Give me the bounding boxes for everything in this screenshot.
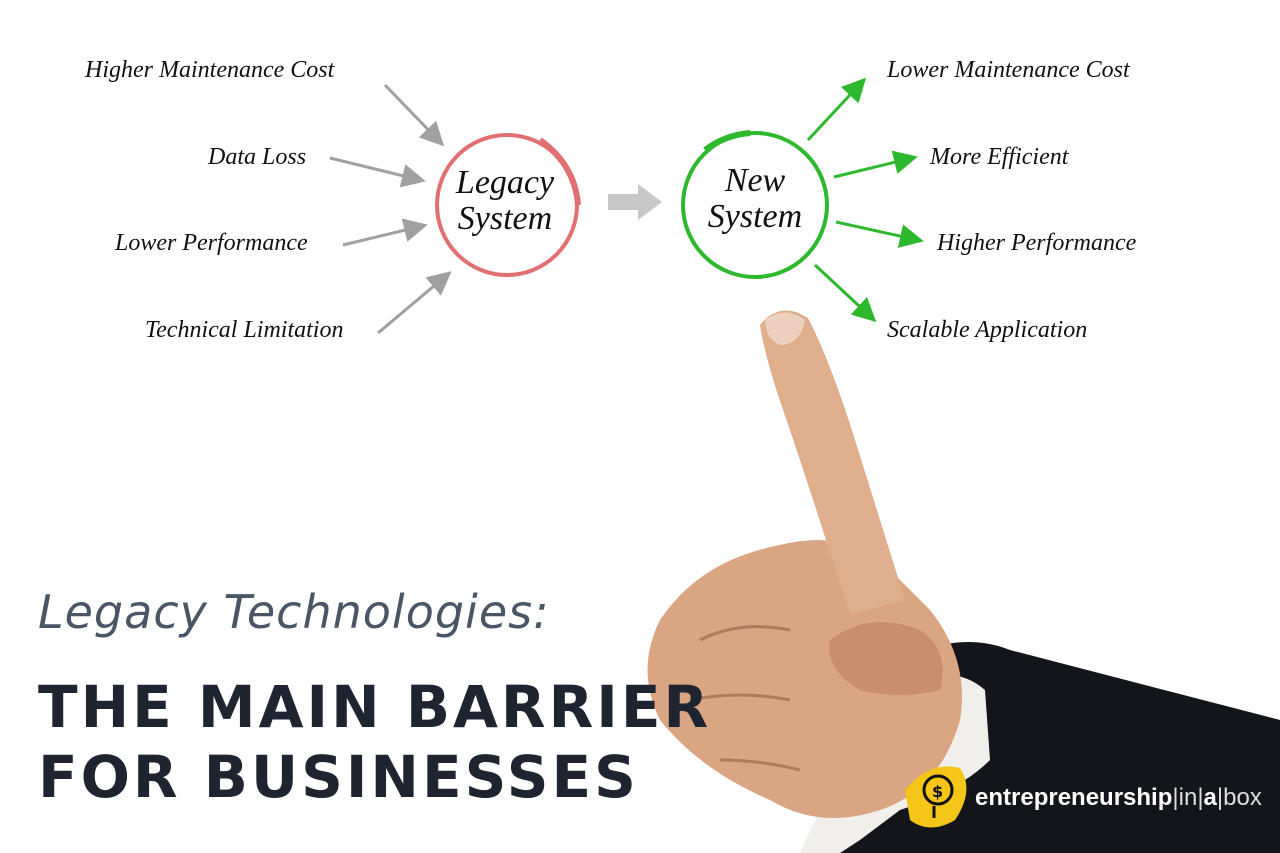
svg-text:$: $ — [932, 782, 943, 801]
outgoing-arrows — [806, 77, 924, 323]
right-label: More Efficient — [930, 144, 1069, 170]
right-label: Higher Performance — [937, 230, 1137, 256]
new-system-label: New System — [675, 163, 835, 235]
legacy-system-label: Legacy System — [425, 165, 585, 237]
right-label: Scalable Application — [887, 317, 1088, 343]
legacy-line1: Legacy — [455, 164, 555, 201]
legacy-line2: System — [457, 200, 553, 237]
logo: entrepreneurship|in|a|box — [975, 784, 1262, 811]
left-label: Higher Maintenance Cost — [85, 57, 335, 83]
headline-subtitle: Legacy Technologies: — [38, 585, 550, 639]
logo-part4: box — [1223, 784, 1262, 811]
logo-part1: entrepreneurship — [975, 784, 1173, 811]
headline-line2: FOR BUSINESSES — [38, 743, 639, 811]
left-label: Lower Performance — [115, 230, 308, 256]
logo-part3: a — [1203, 784, 1217, 811]
incoming-arrows — [329, 83, 452, 335]
left-label: Technical Limitation — [145, 317, 344, 343]
left-label: Data Loss — [208, 144, 307, 170]
new-line1: New — [724, 162, 786, 199]
headline-line1: THE MAIN BARRIER — [38, 673, 712, 741]
new-system-circle — [681, 131, 829, 279]
right-label: Lower Maintenance Cost — [887, 57, 1130, 83]
new-line2: System — [707, 198, 803, 235]
logo-part2: in — [1178, 784, 1198, 811]
transition-arrow — [608, 184, 662, 220]
